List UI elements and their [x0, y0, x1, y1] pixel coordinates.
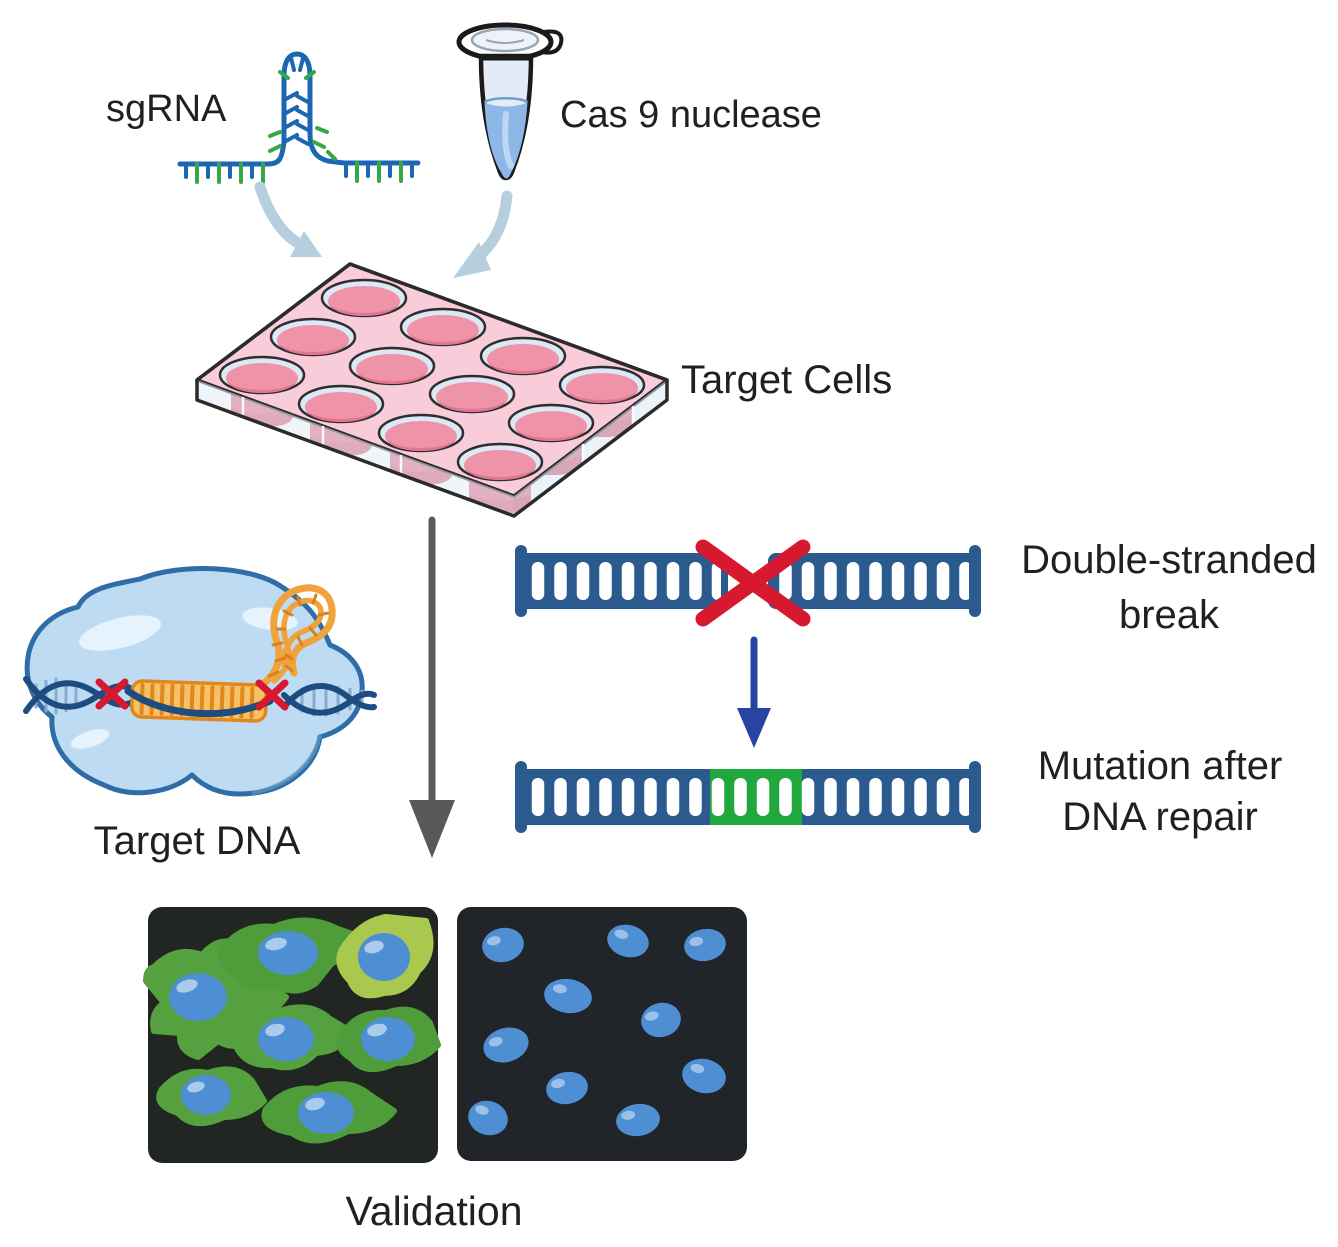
cas9-complex-icon	[23, 566, 377, 797]
cut-site-x-icons	[95, 678, 289, 711]
control-nuclei	[468, 924, 726, 1137]
sgrna-label: sgRNA	[106, 88, 227, 130]
repaired-dna-icon	[515, 761, 981, 833]
gfp-cells	[143, 914, 441, 1144]
sgrna-icon	[177, 51, 421, 184]
mutation-label: Mutation after DNA repair	[1037, 744, 1283, 840]
cas9-tube-icon	[456, 22, 564, 181]
cas9-label: Cas 9 nuclease	[560, 94, 822, 136]
dsb-label: Double-stranded break	[1021, 538, 1317, 638]
break-x-icon	[695, 539, 811, 627]
target-dna-label: Target DNA	[93, 819, 301, 863]
validation-label: Validation	[345, 1188, 523, 1234]
dsb-dna-icon	[515, 539, 981, 627]
plate-to-validation-arrow-icon	[409, 516, 455, 858]
sgrna-to-plate-arrow-icon	[254, 181, 322, 257]
gfp-panel-icon	[143, 907, 441, 1163]
repair-arrow-icon	[737, 636, 771, 748]
target-cells-label: Target Cells	[681, 358, 893, 402]
cas9-to-plate-arrow-icon	[453, 190, 513, 278]
sgrna-hairpin-tail	[258, 584, 336, 689]
control-panel-icon	[457, 907, 747, 1161]
well-plate-icon	[195, 262, 669, 518]
